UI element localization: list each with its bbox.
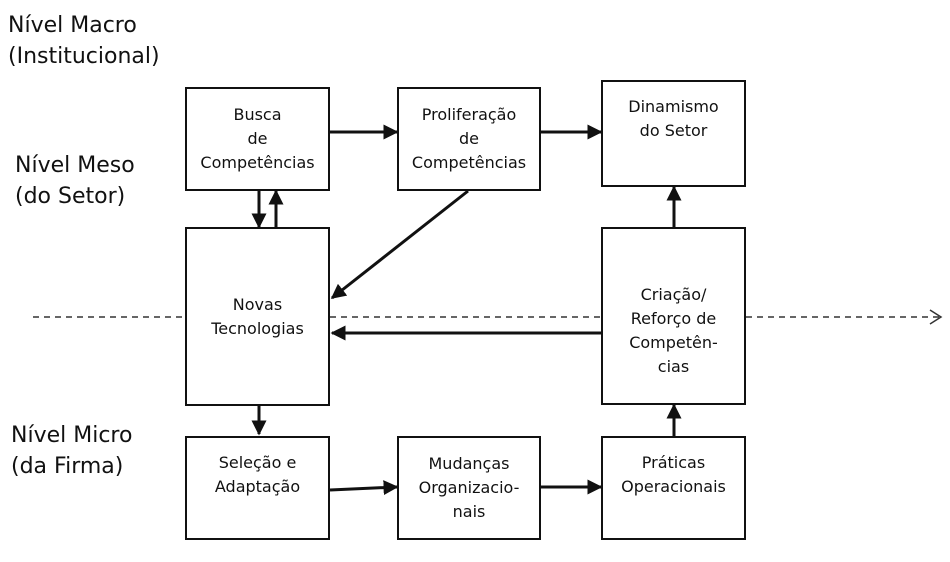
criacao-line3: Competên-: [629, 333, 718, 352]
level-meso-line2: (do Setor): [15, 184, 126, 209]
level-meso-line1: Nível Meso: [15, 153, 135, 178]
busca-line3: Competências: [200, 153, 315, 172]
dinamismo-line2: do Setor: [639, 121, 708, 140]
criacao-line4: cias: [657, 357, 690, 376]
busca-line2: de: [247, 129, 268, 148]
box-selecao-adaptacao: Seleção e Adaptação: [185, 436, 330, 540]
proliferacao-line2: de: [459, 129, 479, 148]
level-macro-line2: (Institucional): [8, 44, 160, 69]
level-macro-line1: Nível Macro: [8, 13, 137, 38]
level-divider-arrowhead: [929, 309, 943, 325]
level-label-micro: Nível Micro (da Firma): [11, 420, 132, 482]
box-mudancas-organizacionais: Mudanças Organizacio- nais: [397, 436, 541, 540]
selecao-line2: Adaptação: [214, 477, 301, 496]
novas-line2: Tecnologias: [211, 318, 304, 338]
selecao-line1: Seleção e: [218, 453, 297, 472]
box-dinamismo-setor: Dinamismo do Setor: [601, 80, 746, 187]
box-busca-competencias: Busca de Competências: [185, 87, 330, 191]
mudancas-line3: nais: [452, 502, 486, 521]
arrow-proliferacao-to-novas: [330, 189, 469, 300]
level-micro-line2: (da Firma): [11, 454, 124, 479]
proliferacao-line3: Competências: [411, 153, 527, 172]
arrow-selecao-to-mudancas: [329, 480, 399, 496]
praticas-line2: Operacionais: [621, 477, 726, 496]
dinamismo-line1: Dinamismo: [628, 97, 719, 116]
criacao-line2: Reforço de: [630, 309, 717, 328]
level-label-macro: Nível Macro (Institucional): [8, 10, 160, 72]
busca-line1: Busca: [233, 105, 282, 124]
criacao-line1: Criação/: [640, 285, 707, 304]
level-label-meso: Nível Meso (do Setor): [15, 150, 135, 212]
novas-line1: Novas: [232, 294, 283, 314]
box-praticas-operacionais: Práticas Operacionais: [601, 436, 746, 540]
level-micro-line1: Nível Micro: [11, 423, 133, 448]
praticas-line1: Práticas: [641, 453, 706, 472]
box-criacao-reforco-competencias: Criação/ Reforço de Competên- cias: [601, 227, 746, 405]
box-proliferacao-competencias: Proliferação de Competências: [397, 87, 541, 191]
proliferacao-line1: Proliferação: [421, 105, 517, 124]
box-novas-tecnologias: Novas Tecnologias: [185, 227, 330, 406]
mudancas-line2: Organizacio-: [418, 478, 520, 497]
mudancas-line1: Mudanças: [428, 454, 510, 473]
